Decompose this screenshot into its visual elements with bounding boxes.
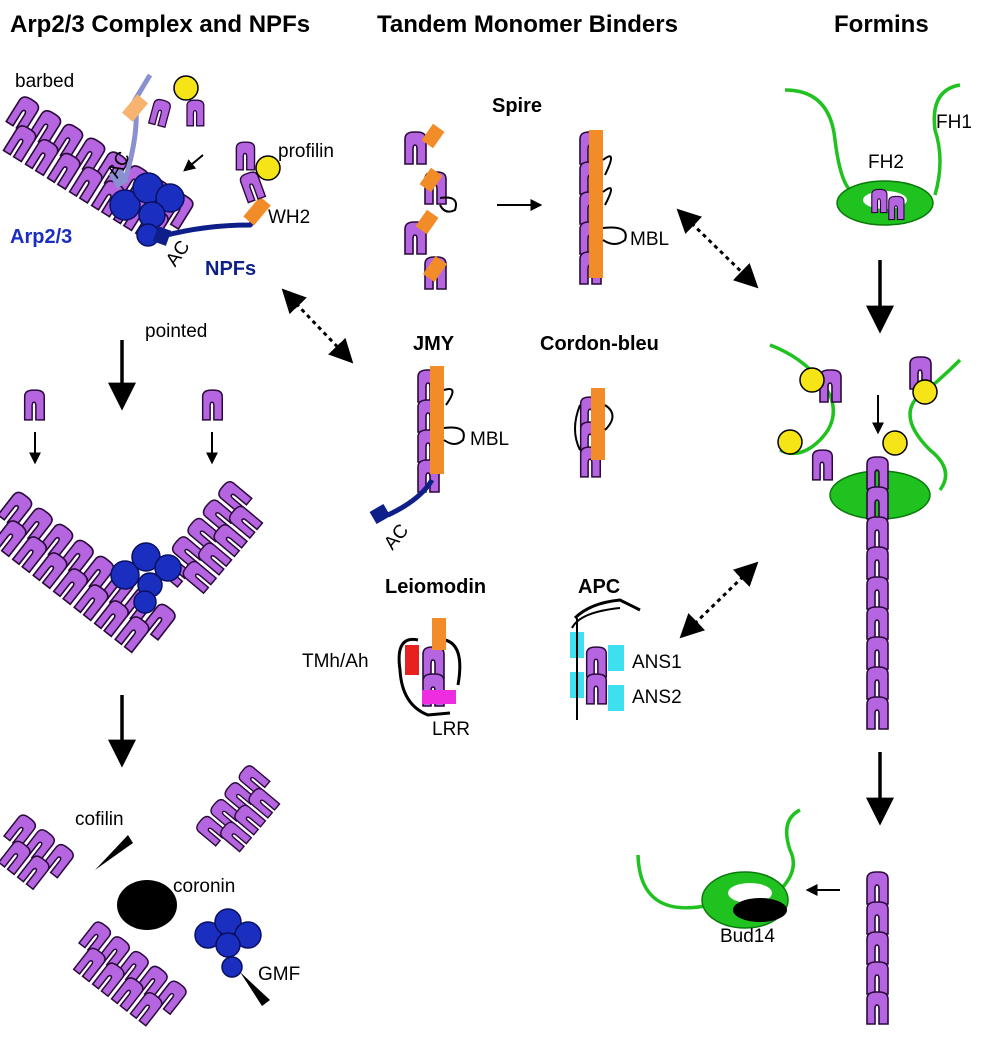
cofilin-label: cofilin	[75, 809, 124, 830]
link-spire-formin	[676, 208, 759, 289]
gmf-arp23	[194, 908, 270, 1006]
cofilin-wedge	[95, 835, 133, 870]
branched-network	[0, 478, 264, 654]
ans1-label: ANS1	[632, 652, 682, 673]
wh2-label: WH2	[268, 207, 310, 228]
mbl-label-spire: MBL	[630, 229, 669, 250]
jmy-label: JMY	[413, 333, 455, 355]
cordon-bleu-label: Cordon-bleu	[540, 333, 659, 355]
leiomodin-label: Leiomodin	[385, 576, 486, 598]
spire-label: Spire	[492, 95, 542, 117]
link-arp-jmy	[281, 288, 354, 364]
header-tandem: Tandem Monomer Binders	[377, 11, 678, 38]
arp23-label: Arp2/3	[10, 226, 72, 248]
apc-label: APC	[578, 576, 620, 598]
ans2-label: ANS2	[632, 687, 682, 708]
arp-branch-top: AC AC	[2, 73, 281, 271]
spire-free	[404, 123, 457, 290]
npfs-label: NPFs	[205, 258, 256, 280]
header-arp: Arp2/3 Complex and NPFs	[10, 11, 310, 38]
leiomodin-bound	[397, 618, 462, 717]
disassembly	[0, 762, 281, 1027]
formin-top	[784, 83, 961, 226]
fh1-label: FH1	[936, 112, 972, 133]
coronin-blob	[117, 880, 177, 930]
link-apc-formin	[679, 561, 759, 639]
profilin-label: profilin	[278, 141, 334, 162]
fh2-label: FH2	[868, 152, 904, 173]
ac-label-jmy: AC	[380, 520, 413, 554]
formin-elongating	[769, 343, 962, 730]
tmh-ah-label: TMh/Ah	[302, 651, 369, 672]
formin-bud14	[636, 808, 801, 929]
coronin-label: coronin	[173, 876, 235, 897]
bud14-label: Bud14	[720, 926, 775, 947]
bud14-blob	[733, 898, 787, 922]
mbl-label-jmy: MBL	[470, 429, 509, 450]
cordon-bleu-bound	[574, 388, 614, 478]
barbed-label: barbed	[15, 71, 74, 92]
gmf-label: GMF	[258, 964, 300, 985]
released-filament	[866, 871, 889, 1025]
apc-bound	[570, 598, 641, 720]
header-formins: Formins	[834, 11, 929, 38]
pointed-label: pointed	[145, 321, 207, 342]
jmy-bound	[369, 366, 465, 525]
spire-bound	[579, 130, 627, 285]
lrr-label: LRR	[432, 719, 470, 740]
